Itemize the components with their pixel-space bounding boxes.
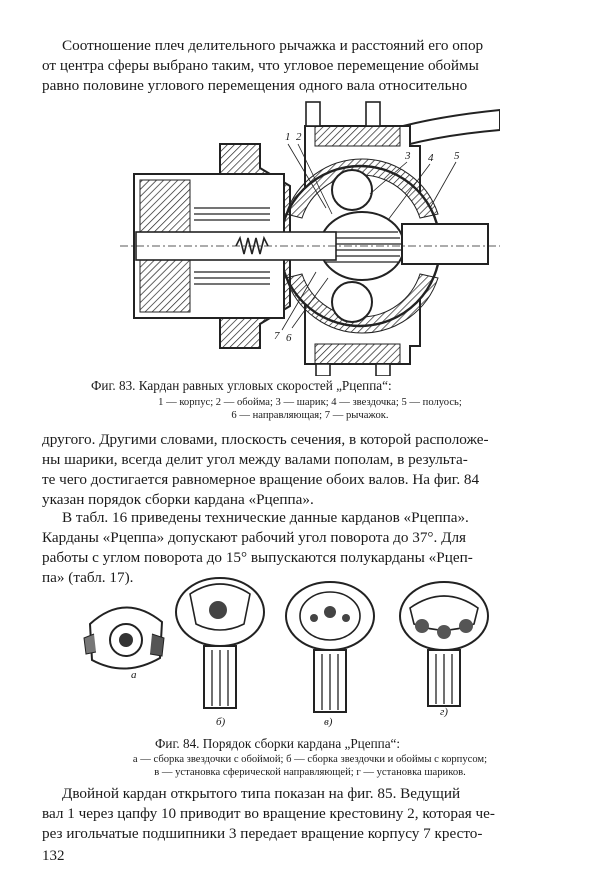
figure-84-caption-body: а — сборка звездочки с обоймой; б — сбор…	[60, 753, 560, 779]
text-line: равно половине углового перемещения одно…	[42, 77, 468, 94]
text-line: Соотношение плеч делительного рычажка и …	[62, 37, 484, 54]
caption-line: 1 — корпус; 2 — обойма; 3 — шарик; 4 — з…	[158, 397, 462, 408]
figure-84-stage-g	[399, 581, 489, 707]
text-line: работы с углом поворота до 15° выпускают…	[42, 549, 473, 566]
text-line: Карданы «Рцеппа» допускают рабочий угол …	[42, 529, 467, 546]
fig84-sublabel: а	[131, 669, 137, 681]
text-line: па» (табл. 17).	[42, 569, 134, 586]
text-line: Двойной кардан открытого типа показан на…	[62, 785, 461, 802]
paragraph-1: Соотношение плеч делительного рычажка и …	[42, 36, 552, 96]
fig83-part-label: 2	[296, 131, 302, 143]
page-number: 132	[42, 848, 65, 864]
figure-84-stage-v	[285, 581, 375, 713]
fig84-sublabel: г)	[440, 706, 448, 718]
fig83-part-label: 7	[274, 330, 280, 342]
text-line: В табл. 16 приведены технические данные …	[62, 509, 469, 526]
caption-line: 6 — направляющая; 7 — рычажок.	[231, 410, 389, 421]
paragraph-2: другого. Другими словами, плоскость сече…	[42, 430, 552, 510]
figure-83-caption-body: 1 — корпус; 2 — обойма; 3 — шарик; 4 — з…	[60, 396, 560, 422]
fig84-sublabel: в)	[324, 716, 333, 728]
fig84-sublabel: б)	[216, 716, 226, 728]
figure-84-caption-title: Фиг. 84. Порядок сборки кардана „Рцеппа“…	[155, 736, 401, 751]
text-line: те чего достигается равномерное вращение…	[42, 471, 480, 488]
caption-line: в — установка сферической направляющей; …	[154, 767, 466, 778]
fig83-part-label: 3	[405, 150, 411, 162]
text-line: другого. Другими словами, плоскость сече…	[42, 431, 489, 448]
fig83-part-label: 5	[454, 150, 460, 162]
paragraph-4: Двойной кардан открытого типа показан на…	[42, 784, 552, 844]
figure-83-drawing	[120, 101, 500, 376]
fig83-part-label: 6	[286, 332, 292, 344]
fig83-part-label: 4	[428, 152, 434, 164]
figure-84-stage-a	[83, 606, 165, 670]
figure-84-stage-b	[175, 577, 265, 709]
caption-line: а — сборка звездочки с обоймой; б — сбор…	[132, 754, 488, 765]
paragraph-3: В табл. 16 приведены технические данные …	[42, 508, 552, 588]
text-line: вал 1 через цапфу 10 приводит во вращени…	[42, 805, 495, 822]
text-line: ны шарики, всегда делит угол между валам…	[42, 451, 468, 468]
text-line: указан порядок сборки кардана «Рцеппа».	[42, 491, 314, 508]
figure-83-caption-title: Фиг. 83. Кардан равных угловых скоростей…	[91, 378, 392, 393]
text-line: рез игольчатые подшипники 3 передает вра…	[42, 825, 483, 842]
fig83-part-label: 1	[285, 131, 291, 143]
text-line: от центра сферы выбрано таким, что углов…	[42, 57, 479, 74]
